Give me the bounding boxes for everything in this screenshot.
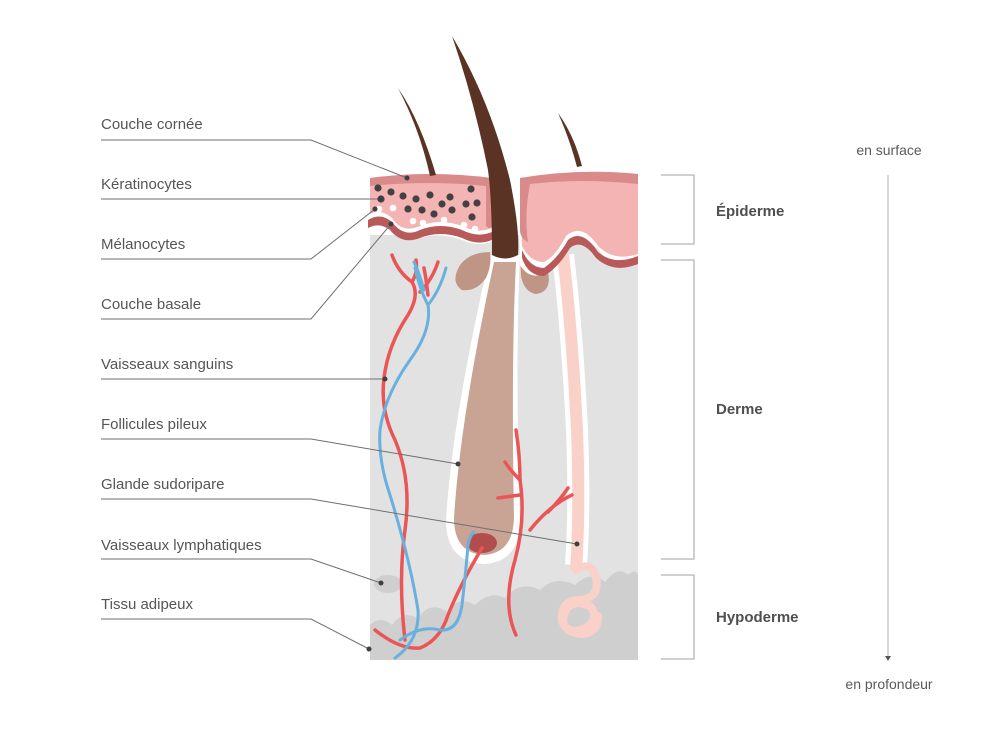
sebaceous-gland-left	[455, 252, 491, 291]
layer-derme: Derme	[661, 259, 763, 560]
label-text: Glande sudoripare	[101, 476, 224, 493]
lymphatic-nodule	[374, 575, 402, 593]
label-follicules-pileux: Follicules pileux	[101, 416, 461, 467]
pointer-dot	[377, 196, 383, 202]
hair-shaft-left	[398, 88, 436, 176]
label-couche-cornee: Couche cornée	[101, 116, 410, 181]
keratinocytes	[374, 184, 481, 221]
label-couche-basale: Couche basale	[101, 221, 394, 320]
label-text: Follicules pileux	[101, 416, 207, 433]
pointer-dot	[378, 580, 384, 586]
sweat-gland-duct	[557, 254, 585, 571]
arrow-down-icon	[885, 656, 891, 661]
label-text: Kératinocytes	[101, 176, 192, 193]
basal-layer-right	[522, 236, 638, 276]
stratum-corneum-left	[370, 174, 492, 228]
pointer-dot	[366, 646, 372, 652]
sweat-gland-coil	[557, 562, 602, 639]
melanocytes	[375, 204, 479, 233]
pointer-dot	[382, 376, 388, 382]
lymphatic-vessels	[378, 260, 476, 660]
layer-label: Derme	[716, 401, 763, 418]
label-text: Tissu adipeux	[101, 596, 193, 613]
pointer-dot	[455, 461, 461, 467]
layer-epiderme: Épiderme	[661, 174, 784, 245]
stratum-corneum-right	[520, 171, 638, 242]
depth-bottom-label: en profondeur	[845, 676, 933, 692]
label-vaisseaux-lymphatiques: Vaisseaux lymphatiques	[101, 537, 384, 586]
label-keratinocytes: Kératinocytes	[101, 176, 383, 202]
layer-label: Hypoderme	[716, 609, 799, 626]
pointer-dot	[372, 206, 378, 212]
basal-layer-left	[368, 216, 492, 243]
label-vaisseaux-sanguins: Vaisseaux sanguins	[101, 356, 388, 382]
hair-follicle	[454, 262, 516, 555]
pointer-dot	[404, 175, 410, 181]
label-text: Couche basale	[101, 296, 201, 313]
label-melanocytes: Mélanocytes	[101, 206, 378, 260]
hair-shaft-right	[558, 113, 582, 167]
label-text: Vaisseaux lymphatiques	[101, 537, 262, 554]
epidermis-body-right	[520, 173, 638, 262]
epidermis-left	[368, 174, 495, 244]
pointer-dot	[574, 541, 580, 547]
layer-label: Épiderme	[716, 203, 784, 220]
skin-cross-section	[368, 36, 640, 660]
pointer-dot	[388, 221, 394, 227]
label-text: Mélanocytes	[101, 236, 185, 253]
depth-top-label: en surface	[856, 142, 922, 158]
epidermis-right	[518, 171, 640, 276]
label-glande-sudoripare: Glande sudoripare	[101, 476, 580, 547]
depth-axis: en surface en profondeur	[845, 142, 933, 692]
label-text: Vaisseaux sanguins	[101, 356, 233, 373]
layer-hypoderme: Hypoderme	[661, 574, 799, 660]
hair-shaft-main	[452, 36, 519, 259]
dermal-papilla	[467, 533, 497, 553]
epidermis-body-left	[370, 177, 492, 231]
label-text: Couche cornée	[101, 116, 203, 133]
label-tissu-adipeux: Tissu adipeux	[101, 596, 372, 652]
